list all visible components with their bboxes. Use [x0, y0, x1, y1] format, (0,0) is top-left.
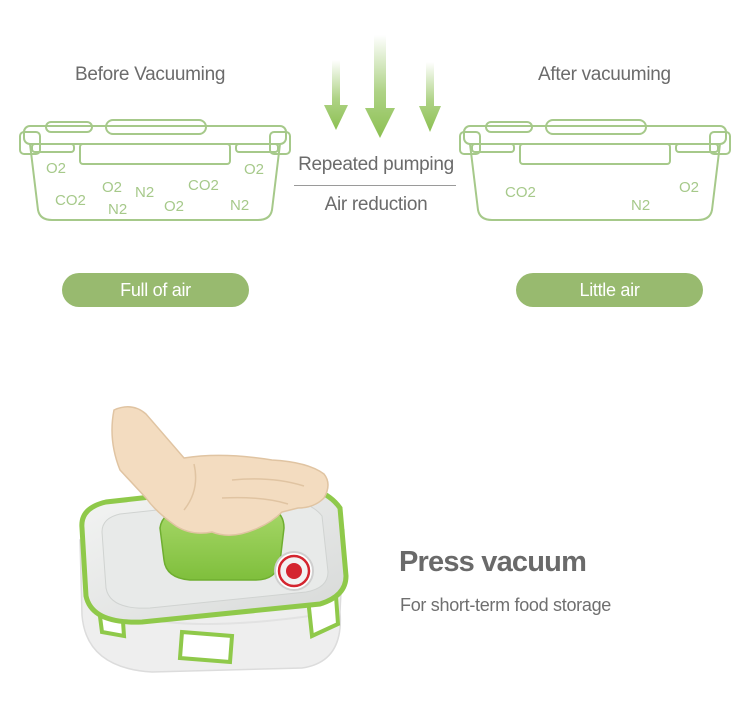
feature-subtitle: For short-term food storage	[400, 595, 611, 615]
little-air-badge: Little air	[516, 273, 703, 307]
after-container-illustration	[459, 119, 731, 221]
before-gas: O2	[46, 160, 67, 177]
before-gas: N2	[230, 197, 250, 214]
process-divider	[294, 185, 456, 186]
before-gas: O2	[164, 198, 185, 215]
before-gas: O2	[244, 161, 265, 178]
after-vacuuming-label: After vacuuming	[538, 64, 671, 85]
after-gas: O2	[679, 179, 700, 196]
arrow-right	[419, 62, 441, 132]
before-vacuuming-label: Before Vacuuming	[75, 64, 226, 85]
before-gas: CO2	[188, 177, 219, 194]
before-gas: N2	[108, 201, 128, 218]
before-gas: CO2	[55, 192, 86, 209]
feature-title: Press vacuum	[399, 546, 587, 578]
process-line-2: Air reduction	[324, 194, 428, 215]
process-line-1: Repeated pumping	[298, 154, 454, 175]
after-gas: CO2	[505, 184, 536, 201]
after-gas: N2	[631, 197, 651, 214]
down-arrows-icon	[324, 35, 441, 138]
arrow-center	[365, 35, 395, 138]
before-gas: N2	[135, 184, 155, 201]
before-gas: O2	[102, 179, 123, 196]
full-of-air-badge: Full of air	[62, 273, 249, 307]
before-container-illustration	[19, 119, 291, 221]
hand-pressing-container-illustration	[79, 406, 349, 673]
arrow-left	[324, 60, 348, 130]
